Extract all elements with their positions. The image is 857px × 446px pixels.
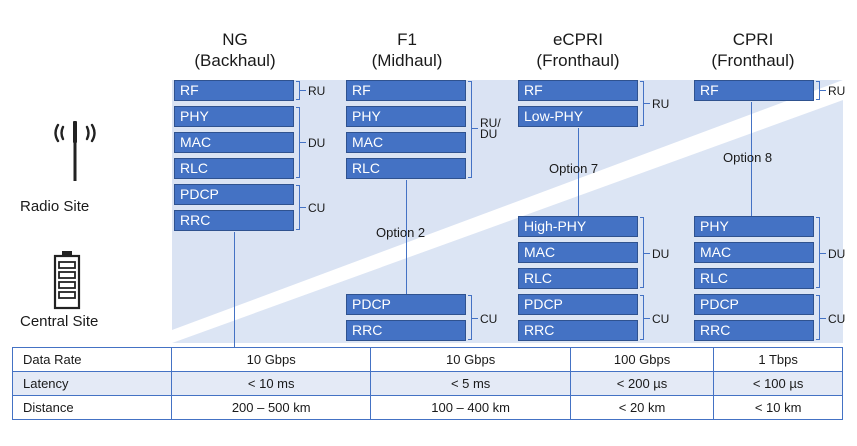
table-cell: < 10 km (713, 395, 843, 420)
bracket-cpri-ru (816, 81, 820, 100)
table-row: Distance 200 – 500 km 100 – 400 km < 20 … (12, 395, 843, 420)
option-2-label: Option 2 (376, 225, 426, 240)
tick (644, 253, 650, 254)
block-ecpri-high-phy: High-PHY (518, 216, 638, 237)
tick (472, 128, 478, 129)
block-ecpri-pdcp: PDCP (518, 294, 638, 315)
table-cell: < 10 ms (170, 371, 372, 396)
tick (644, 318, 650, 319)
table-cell: < 100 µs (713, 371, 843, 396)
table-cell: 1 Tbps (713, 347, 843, 372)
block-ecpri-low-phy: Low-PHY (518, 106, 638, 127)
block-ecpri-rf: RF (518, 80, 638, 101)
group-ng-ru: RU (308, 84, 326, 98)
group-cpri-cu: CU (828, 312, 846, 326)
header-ng: NG(Backhaul) (194, 30, 276, 70)
cpri-link-line (751, 102, 752, 216)
row-label: Latency (12, 371, 172, 396)
bracket-cpri-du (816, 217, 820, 288)
group-ng-cu: CU (308, 201, 326, 215)
group-cpri-ru: RU (828, 84, 846, 98)
group-f1-cu: CU (480, 312, 498, 326)
group-f1-rudu: RU/ DU (480, 116, 501, 141)
group-cpri-du: DU (828, 247, 846, 261)
block-ecpri-mac: MAC (518, 242, 638, 263)
table-cell: < 5 ms (370, 371, 571, 396)
tick (820, 253, 826, 254)
block-ng-rf: RF (174, 80, 294, 101)
block-f1-rrc: RRC (346, 320, 466, 341)
block-ng-phy: PHY (174, 106, 294, 127)
block-cpri-pdcp: PDCP (694, 294, 814, 315)
bracket-ecpri-ru (640, 81, 644, 126)
block-cpri-phy: PHY (694, 216, 814, 237)
bracket-ng-du (296, 107, 300, 178)
block-f1-mac: MAC (346, 132, 466, 153)
table-cell: < 20 km (569, 395, 715, 420)
radio-site-label: Radio Site (20, 198, 90, 215)
bracket-f1-rudu (468, 81, 472, 178)
block-cpri-rf: RF (694, 80, 814, 101)
block-cpri-mac: MAC (694, 242, 814, 263)
row-label: Distance (12, 395, 172, 420)
table-cell: 100 Gbps (569, 347, 715, 372)
block-ecpri-rrc: RRC (518, 320, 638, 341)
header-cpri: CPRI(Fronthaul) (711, 30, 795, 70)
table-cell: 10 Gbps (170, 347, 372, 372)
option-7-label: Option 7 (549, 161, 599, 176)
block-ecpri-rlc: RLC (518, 268, 638, 289)
group-ecpri-cu: CU (652, 312, 670, 326)
table-row: Data Rate 10 Gbps 10 Gbps 100 Gbps 1 Tbp… (12, 347, 843, 372)
block-ng-rrc: RRC (174, 210, 294, 231)
table-cell: 100 – 400 km (370, 395, 571, 420)
row-label: Data Rate (12, 347, 172, 372)
block-f1-pdcp: PDCP (346, 294, 466, 315)
bracket-f1-cu (468, 295, 472, 340)
table-cell: < 200 µs (569, 371, 715, 396)
block-cpri-rlc: RLC (694, 268, 814, 289)
server-rack-icon (53, 251, 81, 310)
ecpri-link-line (578, 128, 579, 216)
table-row: Latency < 10 ms < 5 ms < 200 µs < 100 µs (12, 371, 843, 396)
group-ecpri-ru: RU (652, 97, 670, 111)
block-cpri-rrc: RRC (694, 320, 814, 341)
tick (300, 142, 306, 143)
block-ng-pdcp: PDCP (174, 184, 294, 205)
antenna-icon (54, 121, 96, 181)
f1-link-line (406, 180, 407, 294)
tick (820, 318, 826, 319)
bracket-ecpri-cu (640, 295, 644, 340)
comparison-table: Data Rate 10 Gbps 10 Gbps 100 Gbps 1 Tbp… (12, 347, 843, 420)
tick (820, 90, 826, 91)
ng-link-line (234, 232, 235, 347)
bracket-ecpri-du (640, 217, 644, 288)
bracket-cpri-cu (816, 295, 820, 340)
block-f1-phy: PHY (346, 106, 466, 127)
group-ng-du: DU (308, 136, 326, 150)
tick (644, 103, 650, 104)
bracket-ng-cu (296, 185, 300, 230)
option-8-label: Option 8 (723, 150, 773, 165)
header-ecpri: eCPRI(Fronthaul) (536, 30, 620, 70)
block-f1-rlc: RLC (346, 158, 466, 179)
block-ng-mac: MAC (174, 132, 294, 153)
tick (300, 90, 306, 91)
header-f1: F1(Midhaul) (371, 30, 443, 70)
block-ng-rlc: RLC (174, 158, 294, 179)
group-ecpri-du: DU (652, 247, 670, 261)
tick (472, 318, 478, 319)
table-cell: 200 – 500 km (170, 395, 372, 420)
table-cell: 10 Gbps (370, 347, 571, 372)
bracket-ng-ru (296, 81, 300, 100)
tick (300, 207, 306, 208)
central-site-label: Central Site (20, 313, 99, 330)
block-f1-rf: RF (346, 80, 466, 101)
